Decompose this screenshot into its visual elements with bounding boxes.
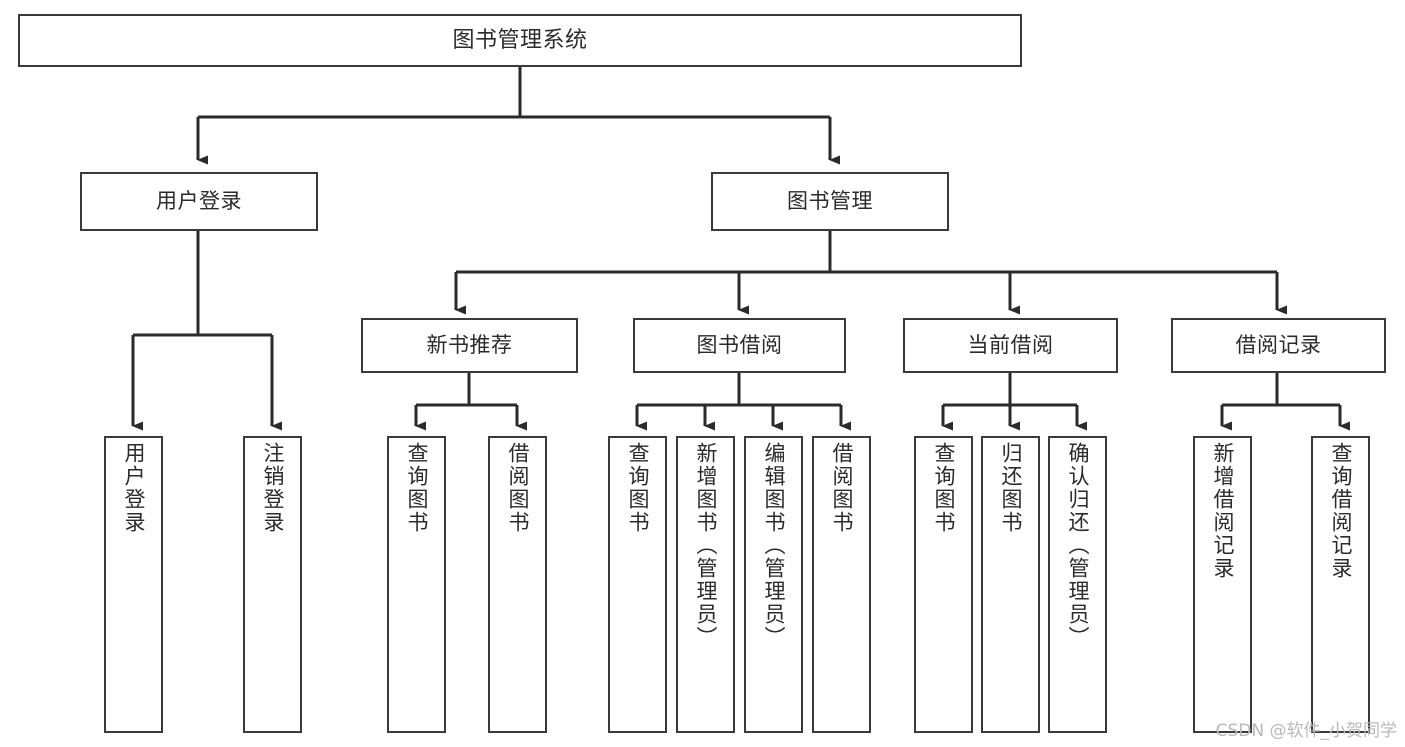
node-leaf-add-book[interactable]: 新增图书（管理员） [676,436,735,733]
node-leaf-user-login-label: 用户登录 [121,442,146,534]
node-new-book-recommend[interactable]: 新书推荐 [361,318,578,373]
node-leaf-return-book[interactable]: 归还图书 [981,436,1040,733]
node-leaf-edit-book[interactable]: 编辑图书（管理员） [744,436,803,733]
node-root[interactable]: 图书管理系统 [18,14,1022,67]
node-leaf-logout-login[interactable]: 注销登录 [243,436,302,733]
node-leaf-borrow-book-2-label: 借阅图书 [829,442,854,534]
node-leaf-borrow-book-1-label: 借阅图书 [505,442,530,534]
node-leaf-borrow-book-1[interactable]: 借阅图书 [488,436,547,733]
node-leaf-add-record-label: 新增借阅记录 [1210,442,1235,580]
node-book-borrow[interactable]: 图书借阅 [633,318,846,373]
node-root-label: 图书管理系统 [452,27,588,53]
node-leaf-query-record-label: 查询借阅记录 [1328,442,1353,580]
node-current-borrow[interactable]: 当前借阅 [903,318,1118,373]
node-borrow-record[interactable]: 借阅记录 [1171,318,1386,373]
node-book-management[interactable]: 图书管理 [711,172,949,231]
node-new-book-recommend-label: 新书推荐 [426,333,513,358]
node-borrow-record-label: 借阅记录 [1235,333,1322,358]
node-leaf-query-book-3-label: 查询图书 [931,442,956,534]
node-leaf-query-book-2-label: 查询图书 [625,442,650,534]
csdn-watermark: CSDN @软件_小贺同学 [1215,721,1397,741]
node-leaf-query-book-2[interactable]: 查询图书 [608,436,667,733]
node-book-management-label: 图书管理 [787,189,873,214]
node-leaf-user-login[interactable]: 用户登录 [104,436,163,733]
node-user-login-label: 用户登录 [156,189,242,214]
node-leaf-logout-login-label: 注销登录 [260,442,285,534]
node-leaf-add-record[interactable]: 新增借阅记录 [1193,436,1252,733]
node-leaf-query-record[interactable]: 查询借阅记录 [1311,436,1370,733]
node-leaf-edit-book-label: 编辑图书（管理员） [761,442,786,649]
node-leaf-return-book-label: 归还图书 [998,442,1023,534]
node-leaf-borrow-book-2[interactable]: 借阅图书 [812,436,871,733]
node-leaf-confirm-return[interactable]: 确认归还（管理员） [1048,436,1107,733]
node-leaf-add-book-label: 新增图书（管理员） [693,442,718,649]
node-user-login[interactable]: 用户登录 [80,172,318,231]
node-book-borrow-label: 图书借阅 [696,333,783,358]
node-leaf-query-book-1[interactable]: 查询图书 [387,436,446,733]
node-current-borrow-label: 当前借阅 [967,333,1054,358]
node-leaf-confirm-return-label: 确认归还（管理员） [1065,442,1090,649]
node-leaf-query-book-3[interactable]: 查询图书 [914,436,973,733]
node-leaf-query-book-1-label: 查询图书 [404,442,429,534]
